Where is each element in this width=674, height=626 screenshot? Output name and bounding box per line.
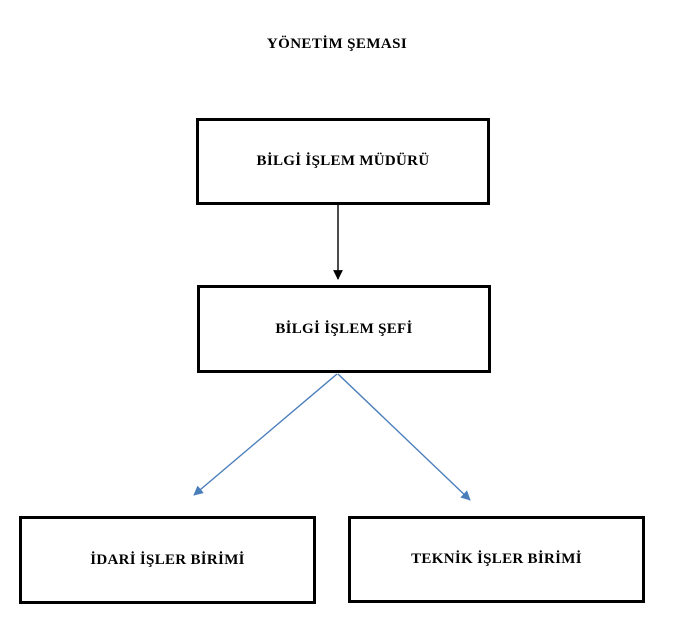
node-technical-unit: TEKNİK İŞLER BİRİMİ <box>348 516 645 603</box>
node-chief-label: BİLGİ İŞLEM ŞEFİ <box>275 320 413 337</box>
chart-title: YÖNETİM ŞEMASI <box>266 36 408 52</box>
connector-chief-technical <box>337 373 471 501</box>
node-admin-unit: İDARİ İŞLER BİRİMİ <box>19 516 316 604</box>
node-director: BİLGİ İŞLEM MÜDÜRÜ <box>196 118 490 205</box>
node-admin-unit-label: İDARİ İŞLER BİRİMİ <box>90 551 245 568</box>
node-director-label: BİLGİ İŞLEM MÜDÜRÜ <box>256 153 430 169</box>
node-technical-unit-label: TEKNİK İŞLER BİRİMİ <box>411 551 582 567</box>
node-chief: BİLGİ İŞLEM ŞEFİ <box>197 285 491 373</box>
connector-chief-admin <box>193 373 338 496</box>
